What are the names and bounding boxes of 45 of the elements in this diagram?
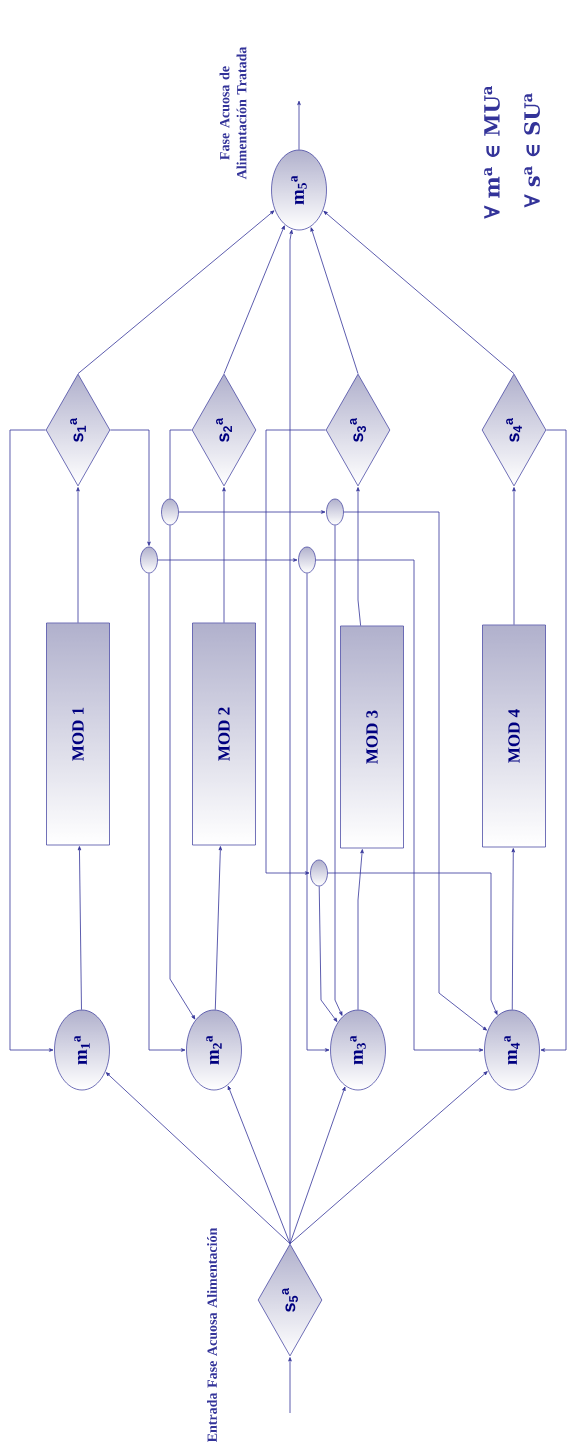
module-box: MOD 1 — [46, 622, 110, 846]
arrow — [540, 429, 567, 1052]
arrow — [157, 558, 298, 562]
arrow — [356, 487, 362, 627]
arrow — [334, 524, 343, 1016]
annotation-text: Fase Acuosa de Alimentación Tratada — [219, 46, 247, 180]
module-box: MOD 2 — [192, 622, 256, 846]
arrow — [297, 100, 301, 151]
arrow — [357, 849, 364, 1011]
arrow — [214, 846, 223, 1011]
arrow — [306, 572, 330, 1052]
arrow — [288, 1357, 292, 1414]
arrow — [222, 487, 226, 624]
arrow — [105, 1072, 291, 1245]
arrow — [223, 225, 285, 375]
arrow — [148, 572, 186, 1052]
arrow — [318, 885, 338, 1022]
arrow — [178, 510, 326, 514]
junction-ellipse — [310, 859, 328, 887]
arrow — [227, 1085, 291, 1245]
arrow — [9, 429, 54, 1052]
module-box: MOD 4 — [482, 624, 546, 848]
arrow — [77, 846, 82, 1011]
arrow — [323, 210, 515, 375]
arrow — [109, 429, 151, 546]
arrow — [76, 487, 80, 624]
arrow — [327, 872, 498, 1015]
arrow — [315, 559, 484, 1052]
module-box: MOD 3 — [340, 625, 404, 849]
arrow — [265, 429, 327, 875]
junction-ellipse — [326, 498, 344, 526]
arrow — [512, 487, 516, 626]
arrow — [289, 229, 293, 1245]
set-notation: ∀ m$^{a}$ ∈ MU$^{a}$ — [484, 85, 500, 219]
annotation-text: Entrada Fase Acuosa Alimentación — [207, 1227, 217, 1443]
arrow — [77, 210, 275, 375]
arrow — [169, 524, 196, 1020]
set-notation: ∀ s$^{a}$ ∈ SU$^{a}$ — [524, 93, 540, 208]
junction-ellipse — [140, 546, 158, 574]
arrow — [310, 227, 359, 375]
arrow — [511, 848, 515, 1011]
arrow — [289, 1071, 488, 1245]
junction-ellipse — [161, 498, 179, 526]
arrow — [343, 511, 487, 1031]
junction-ellipse — [298, 546, 316, 574]
